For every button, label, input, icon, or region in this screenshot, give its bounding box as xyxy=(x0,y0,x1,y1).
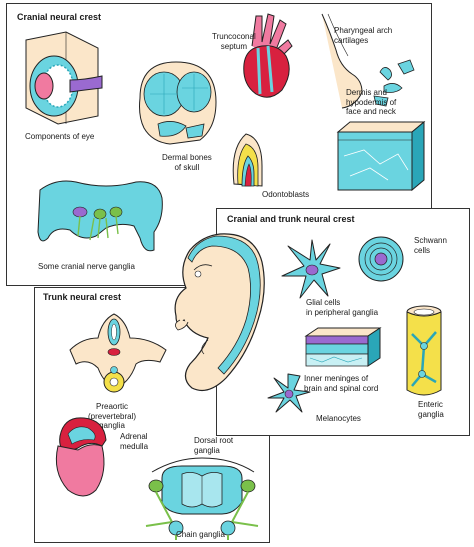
label-odontoblasts: Odontoblasts xyxy=(262,190,310,199)
schwann-cell-illustration xyxy=(358,236,404,282)
label-chain-ganglia: Chain ganglia xyxy=(176,530,225,539)
label-enteric-ganglia: Enteric ganglia xyxy=(418,400,444,419)
embryo-illustration xyxy=(174,233,265,391)
meninges-block-illustration xyxy=(304,327,382,367)
label-components-of-eye: Components of eye xyxy=(25,132,95,141)
label-schwann-cells: Schwann cells xyxy=(414,236,447,255)
melanocyte-illustration xyxy=(267,373,311,413)
skull-illustration xyxy=(139,61,217,145)
panel-title: Cranial neural crest xyxy=(17,12,102,22)
panel-title: Trunk neural crest xyxy=(43,292,122,302)
label-glial-cells: Glial cells in peripheral ganglia xyxy=(306,298,379,317)
spinal-ganglia-illustration xyxy=(145,457,259,540)
trunk-cross-section-illustration xyxy=(69,313,167,393)
heart-septum-illustration xyxy=(243,13,293,98)
tooth-illustration xyxy=(232,133,263,187)
label-melanocytes: Melanocytes xyxy=(316,414,361,423)
eye-illustration xyxy=(25,31,103,125)
label-adrenal-medulla: Adrenal medulla xyxy=(120,432,149,451)
enteric-ganglia-illustration xyxy=(406,305,442,396)
label-dermis: Dermis and hypodermis of face and neck xyxy=(346,88,397,116)
label-preaortic-ganglia: Preaortic (prevertebral) ganglia xyxy=(88,402,137,430)
label-truncoconal-septum: Truncoconal septum xyxy=(212,32,256,51)
panel-title: Cranial and trunk neural crest xyxy=(227,214,355,224)
label-dermal-bones: Dermal bones of skull xyxy=(162,153,212,172)
pharyngeal-arch-illustration xyxy=(321,13,415,109)
glial-cell-illustration xyxy=(281,239,341,299)
label-pharyngeal-arch: Pharyngeal arch cartilages xyxy=(334,26,393,45)
adrenal-illustration xyxy=(55,417,107,497)
label-inner-meninges: Inner meninges of brain and spinal cord xyxy=(304,374,379,393)
label-dorsal-root-ganglia: Dorsal root ganglia xyxy=(194,436,234,455)
cranial-ganglia-illustration xyxy=(37,180,163,252)
dermis-block-illustration xyxy=(336,120,426,192)
label-cranial-nerve-ganglia: Some cranial nerve ganglia xyxy=(38,262,135,271)
